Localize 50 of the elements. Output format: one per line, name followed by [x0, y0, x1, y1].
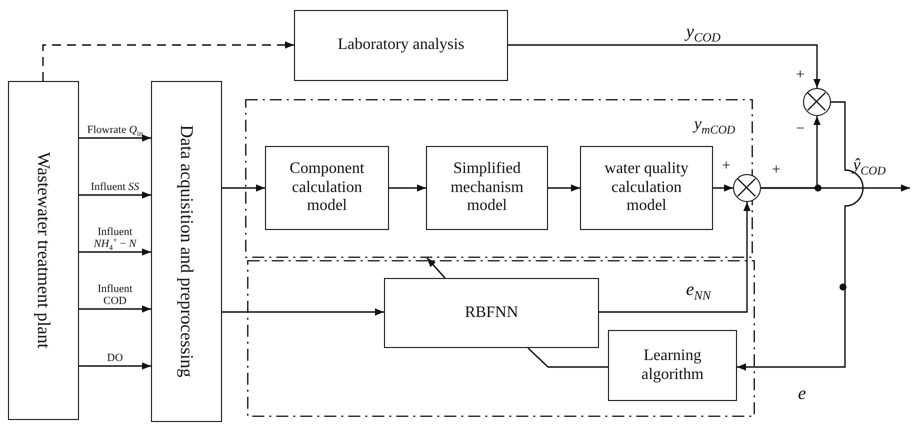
dashed-arrow	[42, 41, 294, 81]
box-label: Wastewater treatment plant	[33, 152, 54, 349]
arrow	[79, 305, 151, 313]
sign-label: +	[772, 163, 780, 178]
sign-label: −	[796, 122, 804, 137]
arrow	[508, 44, 821, 88]
box-label: Laboratory analysis	[336, 36, 466, 55]
edge-label: Influent SS	[90, 180, 140, 193]
signal-label: y$_{mCOD}$	[694, 115, 736, 132]
box-label: Simplified mechanism model	[450, 160, 524, 216]
arrow	[222, 184, 265, 192]
edge-label: y$_{COD}$	[686, 22, 722, 42]
arrow	[79, 191, 151, 199]
arrow	[761, 116, 821, 189]
arrow	[737, 101, 864, 371]
box-label: water quality calculation model	[604, 160, 690, 216]
process-box	[426, 146, 548, 230]
box-label: Learning algorithm	[640, 347, 705, 384]
dash-dot-group-frame	[245, 99, 753, 258]
edge-label: e$_{NN}$	[686, 280, 712, 300]
signal-label: ŷ$_{COD}$	[853, 156, 886, 173]
arrow	[713, 184, 733, 192]
arrow	[222, 308, 384, 316]
summing-junction	[733, 174, 761, 202]
sign-label: +	[722, 159, 730, 174]
arrow	[599, 202, 751, 313]
edge-label: Influent COD	[96, 282, 134, 307]
arrow	[389, 184, 426, 192]
process-box	[580, 146, 713, 230]
process-box	[384, 278, 599, 348]
process-box	[151, 81, 222, 422]
arrow	[548, 184, 580, 192]
box-label: Data acquisition and preprocessing	[176, 125, 197, 378]
arrow	[426, 258, 446, 278]
box-label: RBFNN	[464, 304, 520, 322]
edge-label: Flowrate Q$_{in}$	[86, 124, 144, 136]
box-label: Component calculation model	[288, 160, 366, 216]
dash-dot-group-frame	[247, 260, 755, 417]
process-box	[8, 81, 79, 420]
arrow	[79, 362, 151, 370]
sign-label: +	[796, 68, 804, 83]
process-box	[294, 10, 508, 81]
edge-label: e	[798, 384, 807, 404]
summing-junction	[803, 88, 831, 116]
process-box	[608, 330, 737, 401]
arrow	[79, 134, 151, 142]
process-box	[265, 146, 389, 230]
edge-label: DO	[106, 352, 124, 364]
edge-label: Influent NH$_{4}$$^{+}$ − N	[92, 226, 138, 250]
arrow	[79, 248, 151, 256]
